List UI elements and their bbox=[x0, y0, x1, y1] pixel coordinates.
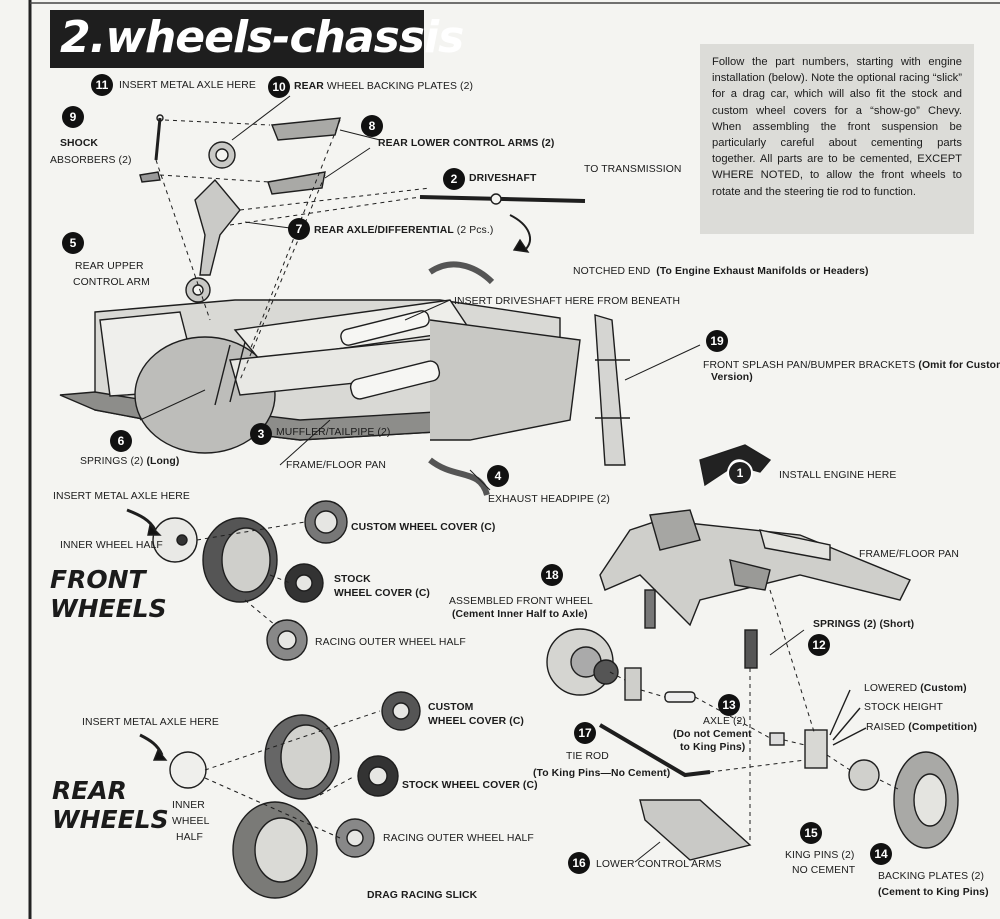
step-badge-16: 16 bbox=[568, 852, 590, 874]
step-badge-12: 12 bbox=[808, 634, 830, 656]
label-inner: INNER bbox=[172, 800, 205, 811]
label-stock-wheel-cover-rear: STOCK WHEEL COVER (C) bbox=[402, 780, 538, 791]
label-driveshaft: DRIVESHAFT bbox=[469, 173, 537, 184]
label-axle-note-1: (Do not Cement bbox=[673, 729, 752, 740]
label-backing-plates: BACKING PLATES (2) bbox=[878, 871, 985, 882]
title-banner: 2.wheels-chassis bbox=[50, 10, 464, 68]
label-racing-outer-wheel-half-rear: RACING OUTER WHEEL HALF bbox=[383, 833, 534, 844]
page-title: 2.wheels-chassis bbox=[60, 12, 464, 63]
label-inner-wheel-half: INNER WHEEL HALF bbox=[60, 540, 163, 551]
label-wheel-cover-c: WHEEL COVER (C) bbox=[334, 588, 430, 599]
label-wheel-cover-c-rear: WHEEL COVER (C) bbox=[428, 716, 524, 727]
step-badge-18: 18 bbox=[541, 564, 563, 586]
label-shock: SHOCK bbox=[60, 138, 99, 149]
label-no-cement: NO CEMENT bbox=[792, 865, 856, 876]
label-racing-outer-wheel-half-front: RACING OUTER WHEEL HALF bbox=[315, 637, 466, 648]
label-tie-rod: TIE ROD bbox=[566, 751, 609, 762]
step-badge-2: 2 bbox=[443, 168, 465, 190]
step-badge-19: 19 bbox=[706, 330, 728, 352]
step-badge-7: 7 bbox=[288, 218, 310, 240]
label-rear-lower-control-arms: REAR LOWER CONTROL ARMS (2) bbox=[378, 138, 555, 149]
label-king-pins: KING PINS (2) bbox=[785, 850, 855, 861]
label-exhaust-headpipe: EXHAUST HEADPIPE (2) bbox=[488, 494, 610, 505]
label-version: Version) bbox=[711, 372, 753, 383]
label-rear-axle-differential: REAR AXLE/DIFFERENTIAL (2 Pcs.) bbox=[314, 225, 494, 236]
step-badge-4: 4 bbox=[487, 465, 509, 487]
intro-box: Follow the part numbers, starting with e… bbox=[700, 44, 974, 234]
label-lowered: LOWERED (Custom) bbox=[864, 683, 967, 694]
label-assembled-front-wheel-note: (Cement Inner Half to Axle) bbox=[452, 609, 588, 620]
label-drag-racing-slick: DRAG RACING SLICK bbox=[367, 890, 478, 901]
label-frame-floor-pan: FRAME/FLOOR PAN bbox=[286, 460, 387, 471]
step-badge-13: 13 bbox=[718, 694, 740, 716]
front-wheels-drawing bbox=[126, 500, 348, 661]
label-install-engine: INSTALL ENGINE HERE bbox=[779, 470, 897, 481]
front-suspension-drawing bbox=[546, 444, 959, 861]
label-wheel: WHEEL bbox=[172, 816, 210, 827]
label-axle: AXLE (2) bbox=[703, 716, 746, 727]
label-custom: CUSTOM bbox=[428, 702, 474, 713]
step-badge-15: 15 bbox=[800, 822, 822, 844]
label-stock-height: STOCK HEIGHT bbox=[864, 702, 943, 713]
label-backing-plates-note: (Cement to King Pins) bbox=[878, 887, 989, 898]
label-rear-upper: REAR UPPER bbox=[75, 261, 144, 272]
label-springs-short: SPRINGS (2) (Short) bbox=[813, 619, 915, 630]
label-front-insert-metal-axle: INSERT METAL AXLE HERE bbox=[53, 491, 190, 502]
rear-chassis-drawing bbox=[59, 114, 630, 496]
step-badge-11: 11 bbox=[91, 74, 113, 96]
step-badge-6: 6 bbox=[110, 430, 132, 452]
step-badge-5: 5 bbox=[62, 232, 84, 254]
step-badge-14: 14 bbox=[870, 843, 892, 865]
label-assembled-front-wheel: ASSEMBLED FRONT WHEEL bbox=[449, 596, 593, 607]
label-stock: STOCK bbox=[334, 574, 371, 585]
label-notched-end: NOTCHED END (To Engine Exhaust Manifolds… bbox=[573, 266, 869, 277]
label-to-transmission: TO TRANSMISSION bbox=[584, 164, 682, 175]
step-badge-3: 3 bbox=[250, 423, 272, 445]
step-badge-1: 1 bbox=[727, 460, 753, 486]
label-springs-long: SPRINGS (2) (Long) bbox=[80, 456, 180, 467]
step-badge-8: 8 bbox=[361, 115, 383, 137]
label-tie-rod-note: (To King Pins—No Cement) bbox=[533, 768, 671, 779]
label-absorbers: ABSORBERS (2) bbox=[50, 155, 132, 166]
leader-lines bbox=[139, 95, 805, 863]
label-frame-floor-pan-front: FRAME/FLOOR PAN bbox=[859, 549, 960, 560]
label-half: HALF bbox=[176, 832, 203, 843]
label-axle-note-2: to King Pins) bbox=[680, 742, 746, 753]
label-custom-wheel-cover-front: CUSTOM WHEEL COVER (C) bbox=[351, 522, 496, 533]
label-insert-metal-axle: INSERT METAL AXLE HERE bbox=[119, 80, 256, 91]
label-lower-control-arms: LOWER CONTROL ARMS bbox=[596, 859, 722, 870]
step-badge-9: 9 bbox=[62, 106, 84, 128]
rear-wheels-heading: REAR WHEELS bbox=[52, 776, 169, 834]
label-muffler-tailpipe: MUFFLER/TAILPIPE (2) bbox=[276, 427, 391, 438]
intro-text: Follow the part numbers, starting with e… bbox=[712, 56, 962, 198]
label-rear-insert-metal-axle: INSERT METAL AXLE HERE bbox=[82, 717, 219, 728]
rear-wheels-drawing bbox=[139, 691, 421, 899]
front-wheels-heading: FRONT WHEELS bbox=[50, 565, 167, 623]
step-badge-10: 10 bbox=[268, 76, 290, 98]
label-rear-wheel-backing-plates: REAR WHEEL BACKING PLATES (2) bbox=[294, 81, 474, 92]
label-raised: RAISED (Competition) bbox=[866, 722, 978, 733]
label-control-arm: CONTROL ARM bbox=[73, 277, 150, 288]
step-badge-17: 17 bbox=[574, 722, 596, 744]
label-insert-driveshaft: INSERT DRIVESHAFT HERE FROM BENEATH bbox=[454, 296, 681, 307]
label-front-splash-pan: FRONT SPLASH PAN/BUMPER BRACKETS (Omit f… bbox=[703, 360, 1000, 371]
